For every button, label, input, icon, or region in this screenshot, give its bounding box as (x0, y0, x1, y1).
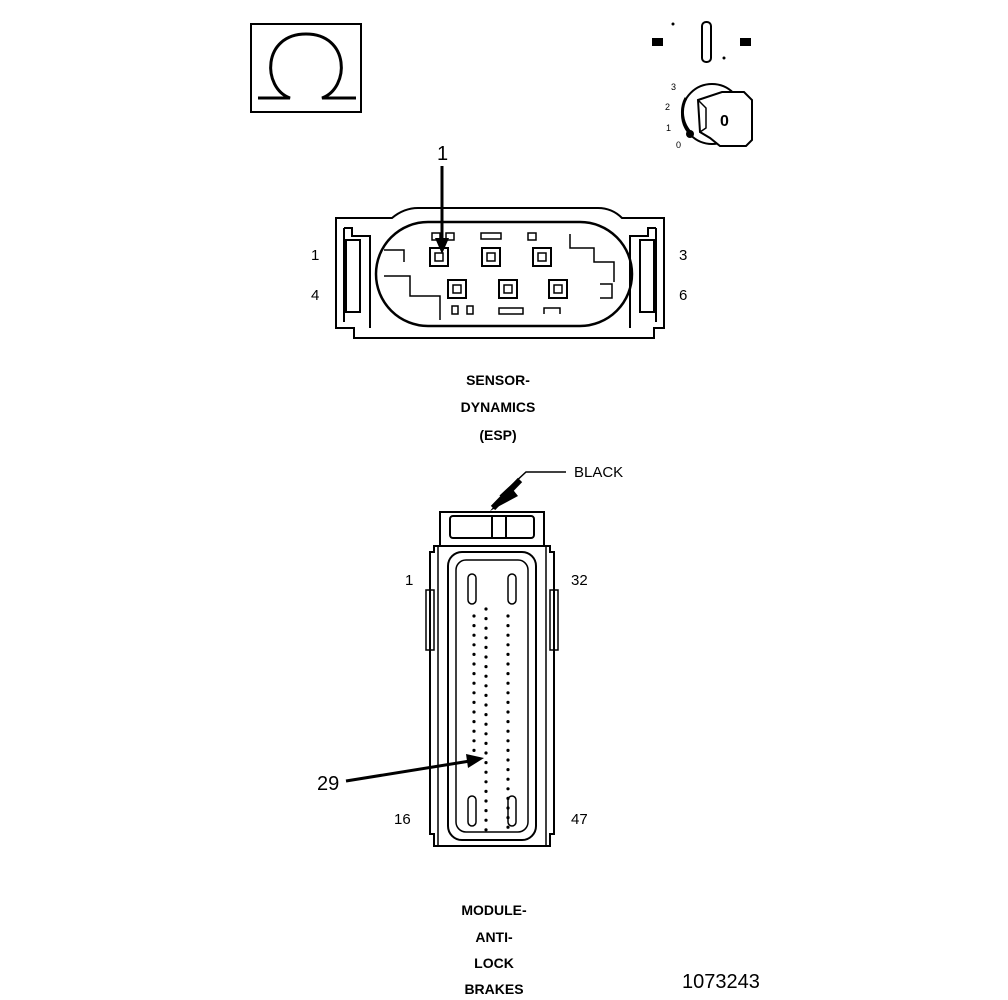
abs-pin-cavity (472, 739, 476, 743)
abs-pin-cavity (484, 674, 488, 678)
abs-pin-cavity (506, 739, 510, 743)
abs-pin-cavity (506, 624, 510, 628)
abs-pin-cavity (484, 741, 488, 746)
abs-pin-cavity (506, 691, 510, 695)
abs-pin-cavity (484, 722, 488, 726)
abs-pin-cavity (472, 729, 476, 733)
abs-pin-cavity (484, 607, 488, 611)
abs-pin-cavity (472, 681, 476, 685)
abs-pin-cavity (484, 770, 488, 774)
abs-pin-cavity (484, 828, 488, 832)
abs-pin-cavity (484, 751, 488, 755)
abs-pin-cavity (506, 710, 510, 714)
abs-pin-cavity (484, 703, 488, 707)
abs-pin-cavity (506, 758, 510, 762)
abs-pin-cavity (484, 789, 488, 794)
abs-name-line-1: MODULE- (461, 902, 527, 918)
abs-pin-cavity (506, 777, 510, 781)
esp-connector (335, 207, 665, 339)
abs-pin-cavity (484, 655, 488, 659)
ignition-key-glyph: 0 (720, 113, 729, 130)
abs-pin-label-32: 32 (571, 572, 588, 589)
abs-pin-label-1: 1 (405, 572, 413, 589)
esp-pin-label-3: 3 (679, 247, 687, 264)
abs-pin-cavity (484, 693, 488, 698)
abs-callout-label: 29 (317, 773, 339, 795)
abs-name-line-4: BRAKES (464, 981, 523, 997)
abs-name-line-2: ANTI- (475, 929, 513, 945)
abs-pin-cavity (484, 617, 488, 621)
abs-pin-cavity (506, 700, 510, 705)
ignition-position-1: 1 (666, 123, 671, 133)
abs-pin-cavity (484, 761, 488, 765)
abs-color-label: BLACK (574, 464, 623, 481)
abs-pin-cavity (472, 700, 476, 705)
abs-pin-cavity (506, 729, 510, 733)
esp-pin-label-6: 6 (679, 287, 687, 304)
abs-pin-cavity (506, 768, 510, 772)
abs-pin-cavity (506, 806, 510, 810)
esp-callout-label: 1 (437, 143, 448, 165)
abs-pin-cavity (472, 652, 476, 657)
abs-pin-cavity (506, 652, 510, 657)
figure-number: 1073243 (682, 971, 760, 993)
ignition-switch-icon: 0 0 1 2 3 (652, 21, 753, 150)
abs-color-leader (490, 471, 566, 511)
esp-name-line-3: (ESP) (479, 427, 516, 443)
abs-pin-cavity (472, 662, 476, 666)
abs-connector (425, 511, 559, 847)
esp-name-line-1: SENSOR- (466, 372, 530, 388)
abs-pin-cavity (484, 665, 488, 669)
ignition-position-0: 0 (676, 140, 681, 150)
abs-pin-cavity (472, 710, 476, 714)
abs-pin-cavity (472, 643, 476, 647)
abs-pin-cavity (472, 614, 476, 618)
esp-pin-label-1: 1 (311, 247, 319, 264)
abs-name-line-3: LOCK (474, 955, 514, 971)
abs-pin-cavity (484, 780, 488, 784)
abs-pin-cavity (506, 748, 510, 753)
abs-pin-cavity (506, 662, 510, 666)
abs-pin-cavity (506, 643, 510, 647)
abs-pin-cavity (506, 672, 510, 676)
abs-pin-cavity (472, 720, 476, 724)
abs-pin-cavity (506, 796, 510, 801)
ignition-position-3: 3 (671, 82, 676, 92)
abs-pin-cavity (484, 713, 488, 717)
abs-pin-cavity (472, 691, 476, 695)
abs-pin-cavity (506, 614, 510, 618)
abs-pin-cavity (506, 787, 510, 791)
abs-pin-cavity (484, 732, 488, 736)
abs-pin-cavity (472, 672, 476, 676)
ohm-symbol-icon (250, 23, 362, 113)
abs-pin-cavity (506, 720, 510, 724)
ignition-position-2: 2 (665, 102, 670, 112)
abs-pin-label-47: 47 (571, 811, 588, 828)
abs-pin-cavity (506, 681, 510, 685)
abs-callout-arrow (345, 754, 484, 783)
abs-pin-cavity (506, 825, 510, 829)
abs-pin-cavity (484, 799, 488, 803)
abs-pin-label-16: 16 (394, 811, 411, 828)
abs-pin-cavity (484, 636, 488, 640)
esp-callout-arrow (435, 166, 449, 254)
abs-pin-cavity (484, 645, 488, 650)
abs-pin-cavity (506, 633, 510, 637)
abs-pin-cavity (484, 626, 488, 630)
abs-pin-cavity (484, 809, 488, 813)
abs-pin-cavity (484, 818, 488, 822)
abs-pin-grid (472, 607, 510, 832)
abs-pin-cavity (472, 748, 476, 753)
abs-pin-cavity (484, 684, 488, 688)
abs-pin-cavity (472, 633, 476, 637)
esp-pin-label-4: 4 (311, 287, 319, 304)
abs-pin-cavity (472, 624, 476, 628)
esp-name-line-2: DYNAMICS (461, 399, 536, 415)
abs-pin-cavity (506, 816, 510, 820)
